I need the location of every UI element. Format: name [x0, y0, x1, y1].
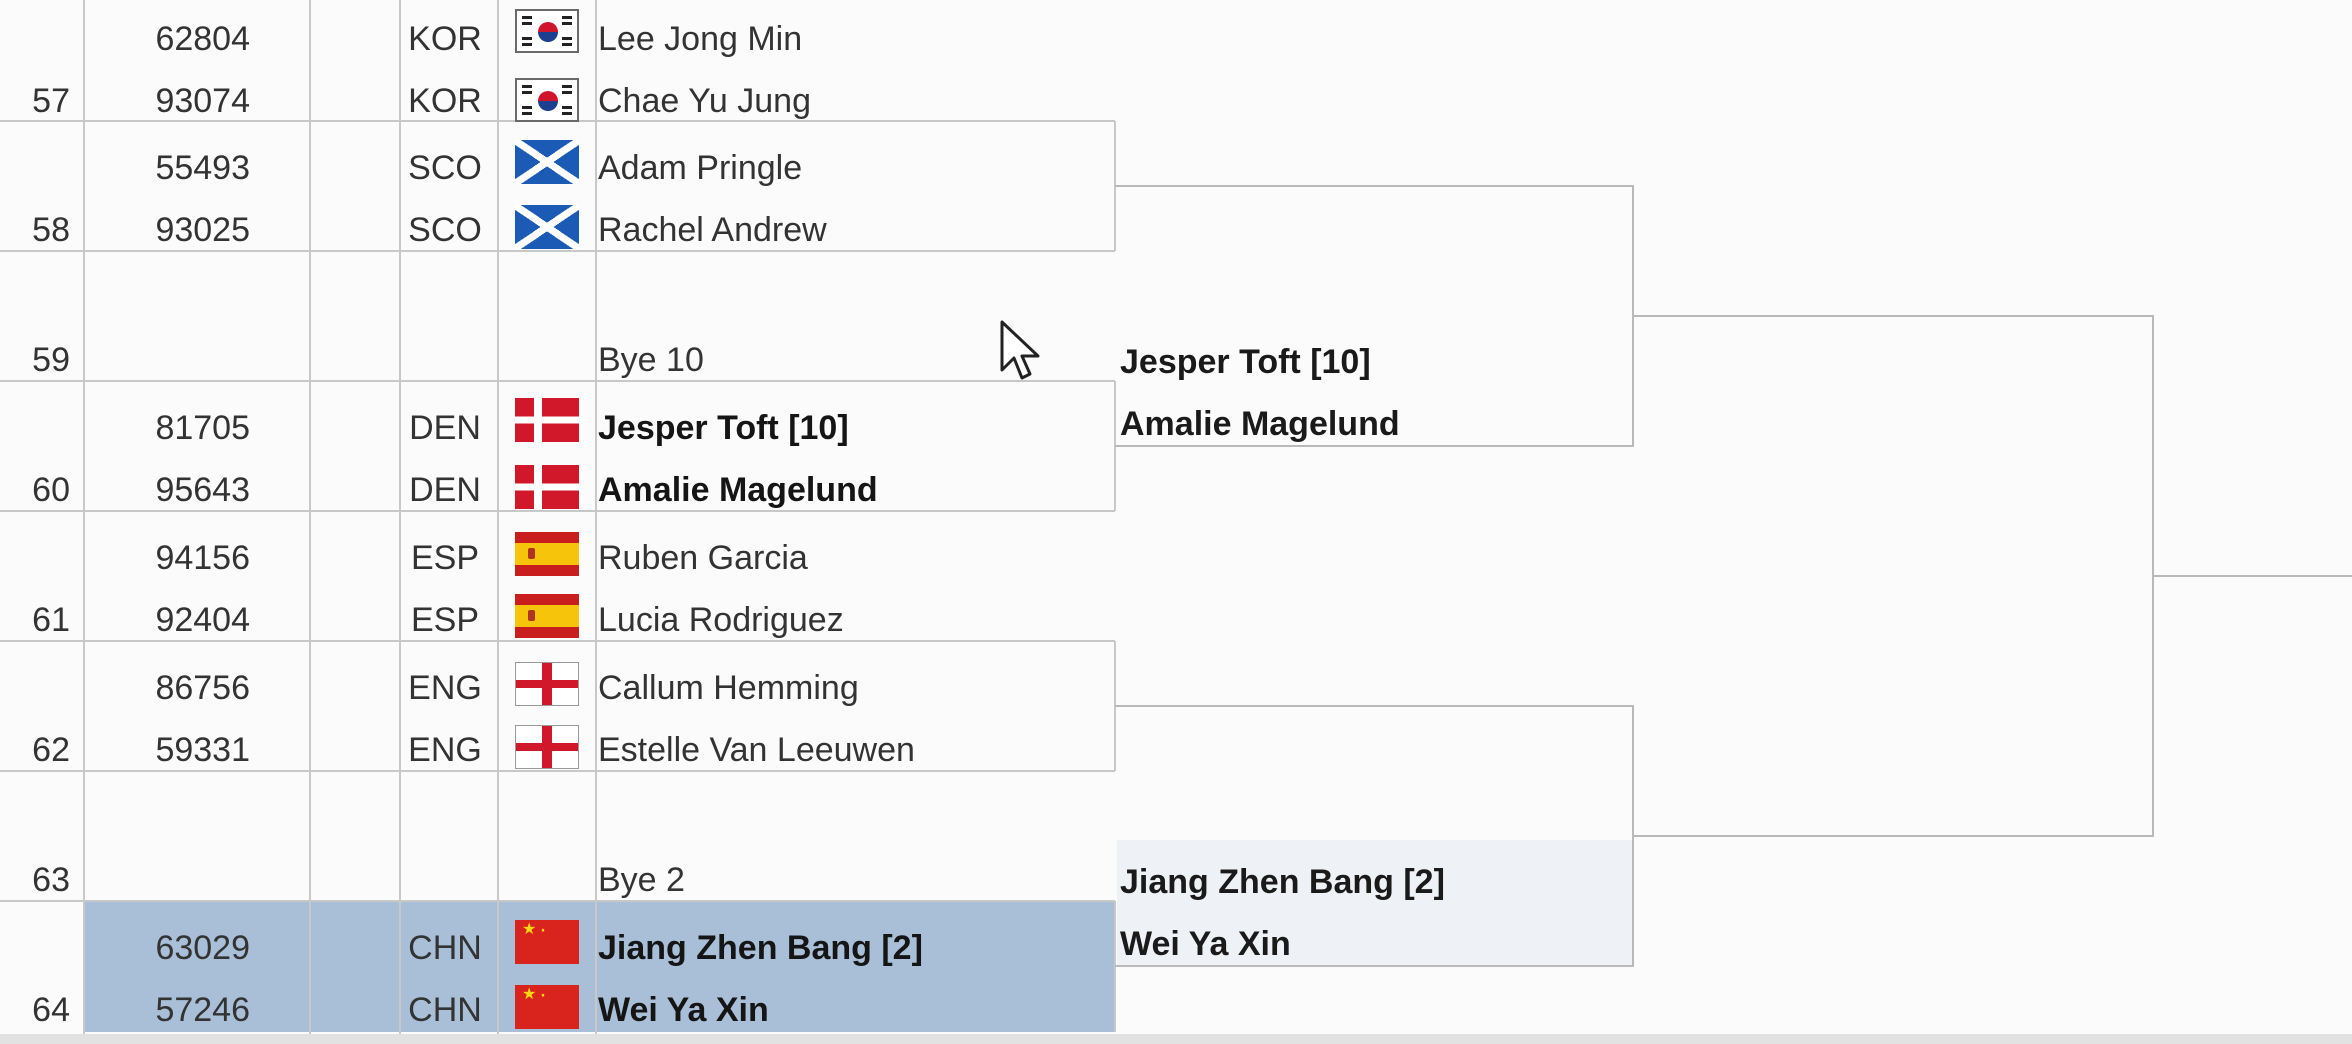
country-code — [405, 860, 485, 900]
entry-number: 62804 — [155, 20, 250, 58]
flag-sco-icon — [515, 205, 579, 249]
flag-kor-icon — [515, 78, 579, 122]
country-code: DEN — [409, 471, 481, 509]
entry-number: 63029 — [155, 929, 250, 967]
player-name: Lee Jong Min — [598, 20, 803, 58]
grid-lines — [0, 0, 1116, 1034]
draw-position — [10, 19, 70, 59]
country-code: KOR — [408, 82, 482, 120]
country-code: KOR — [408, 20, 482, 58]
draw-position: 63 — [32, 861, 70, 899]
draw-position: 60 — [32, 471, 70, 509]
country-code: ESP — [410, 601, 480, 639]
round2-match1-player2[interactable]: Amalie Magelund — [1120, 405, 1400, 443]
mouse-pointer-icon — [1000, 320, 1040, 380]
player-name: Amalie Magelund — [598, 471, 878, 509]
player-name: Jiang Zhen Bang [2] — [598, 929, 923, 967]
entry-number: 92404 — [155, 601, 250, 639]
entry-number: 86756 — [155, 669, 250, 707]
player-name: Wei Ya Xin — [598, 991, 769, 1029]
player-name: Adam Pringle — [598, 149, 803, 187]
country-code: DEN — [409, 409, 481, 447]
flag-chn-icon — [515, 920, 579, 964]
flag-sco-icon — [515, 140, 579, 184]
flag-eng-icon — [515, 662, 579, 706]
draw-position: 61 — [32, 601, 70, 639]
player-name: Callum Hemming — [598, 669, 859, 707]
flag-esp-icon — [515, 532, 579, 576]
flag-eng-icon — [515, 725, 579, 769]
entry-number — [130, 860, 250, 900]
flag-esp-icon — [515, 594, 579, 638]
draw-position: 62 — [32, 731, 70, 769]
country-code: CHN — [408, 991, 482, 1029]
draw-position — [10, 408, 70, 448]
player-name: Ruben Garcia — [598, 539, 808, 577]
country-code: ENG — [408, 669, 482, 707]
draw-position — [10, 538, 70, 578]
bye-label: Bye 2 — [598, 861, 685, 899]
status-strip — [0, 1034, 2352, 1044]
draw-position: 64 — [32, 991, 70, 1029]
round2-match1-player1[interactable]: Jesper Toft [10] — [1120, 343, 1371, 381]
country-code: SCO — [408, 211, 482, 249]
country-code: ESP — [410, 539, 480, 577]
country-code: CHN — [408, 929, 482, 967]
player-name: Chae Yu Jung — [598, 82, 811, 120]
country-code — [405, 340, 485, 380]
entry-number: 93025 — [155, 211, 250, 249]
entry-number: 81705 — [155, 409, 250, 447]
entry-number: 59331 — [155, 731, 250, 769]
draw-position — [10, 668, 70, 708]
player-name: Estelle Van Leeuwen — [598, 731, 915, 769]
winner-highlight — [1117, 840, 1633, 965]
entry-number: 93074 — [155, 82, 250, 120]
selected-pair-highlight[interactable] — [85, 902, 1115, 1032]
round2-match2-player1[interactable]: Jiang Zhen Bang [2] — [1120, 863, 1445, 901]
flag-kor-icon — [515, 9, 579, 53]
flag-den-icon — [515, 465, 579, 509]
entry-number — [130, 340, 250, 380]
draw-position: 59 — [32, 341, 70, 379]
round2-match2-player2[interactable]: Wei Ya Xin — [1120, 925, 1291, 963]
entry-number: 94156 — [155, 539, 250, 577]
bracket-r3-match — [1633, 315, 2154, 837]
draw-position: 57 — [32, 82, 70, 120]
draw-position: 58 — [32, 211, 70, 249]
entry-number: 95643 — [155, 471, 250, 509]
player-name: Jesper Toft [10] — [598, 409, 849, 447]
country-code: ENG — [408, 731, 482, 769]
draw-position — [10, 148, 70, 188]
flag-chn-icon — [515, 985, 579, 1029]
player-name: Lucia Rodriguez — [598, 601, 844, 639]
country-code: SCO — [408, 149, 482, 187]
player-name: Rachel Andrew — [598, 211, 827, 249]
draw-position — [10, 928, 70, 968]
entry-number: 57246 — [155, 991, 250, 1029]
flag-den-icon — [515, 398, 579, 442]
bye-label: Bye 10 — [598, 341, 704, 379]
entry-number: 55493 — [155, 149, 250, 187]
